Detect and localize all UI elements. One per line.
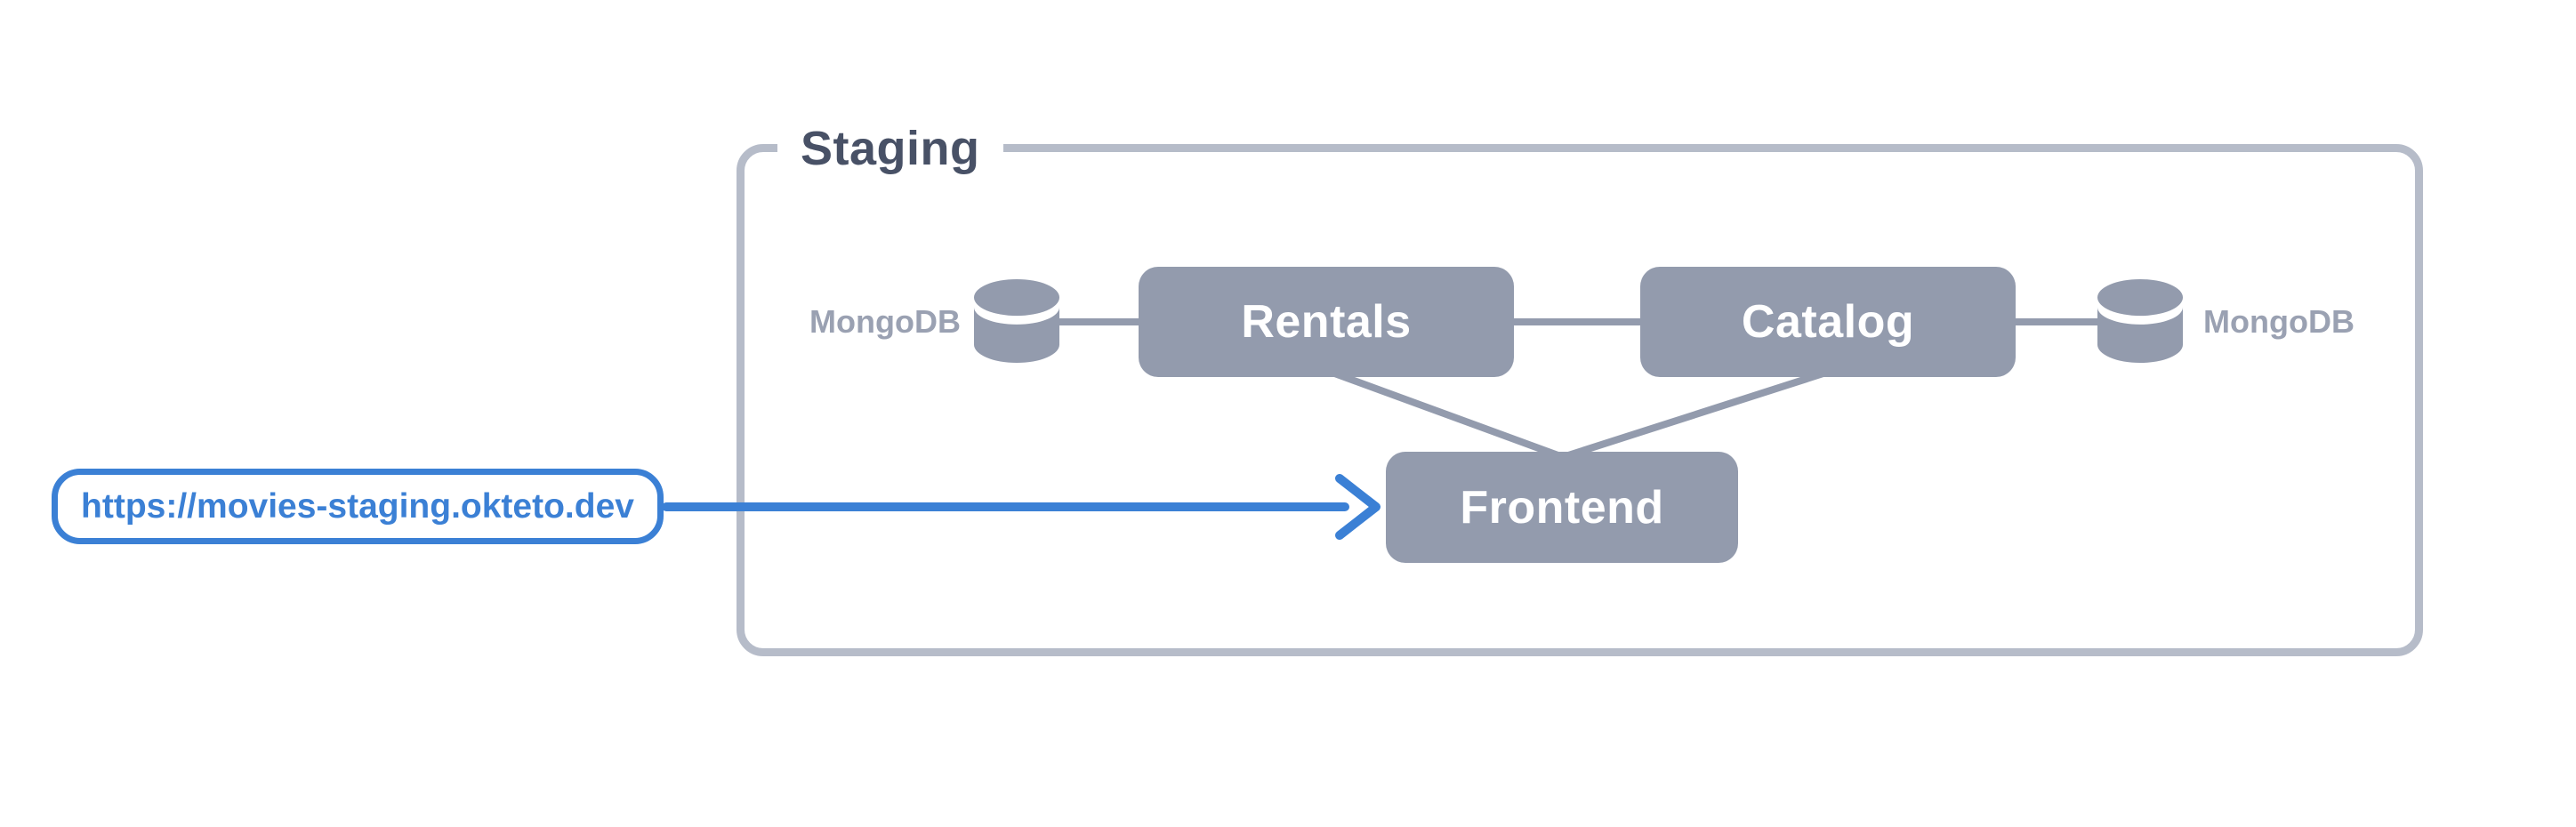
service-node-rentals: Rentals bbox=[1139, 267, 1514, 377]
url-arrow bbox=[662, 474, 1381, 540]
environment-url-text: https://movies-staging.okteto.dev bbox=[81, 486, 634, 526]
url-arrowhead-icon bbox=[1335, 474, 1381, 540]
database-cylinder-icon bbox=[973, 278, 1060, 364]
connector-catalog-frontend bbox=[1561, 368, 1831, 461]
database-cylinder-icon bbox=[2097, 278, 2184, 364]
staging-environment-box bbox=[737, 144, 2423, 656]
mongodb-left-label: MongoDB bbox=[809, 303, 961, 340]
frontend-label: Frontend bbox=[1460, 481, 1664, 534]
staging-title: Staging bbox=[777, 119, 1003, 178]
service-node-frontend: Frontend bbox=[1386, 452, 1738, 563]
connector-rentals-frontend bbox=[1328, 368, 1565, 461]
catalog-label: Catalog bbox=[1741, 296, 1915, 348]
mongodb-right-label: MongoDB bbox=[2203, 303, 2355, 340]
rentals-label: Rentals bbox=[1241, 296, 1412, 348]
service-node-catalog: Catalog bbox=[1640, 267, 2016, 377]
environment-url-link[interactable]: https://movies-staging.okteto.dev bbox=[52, 469, 664, 544]
